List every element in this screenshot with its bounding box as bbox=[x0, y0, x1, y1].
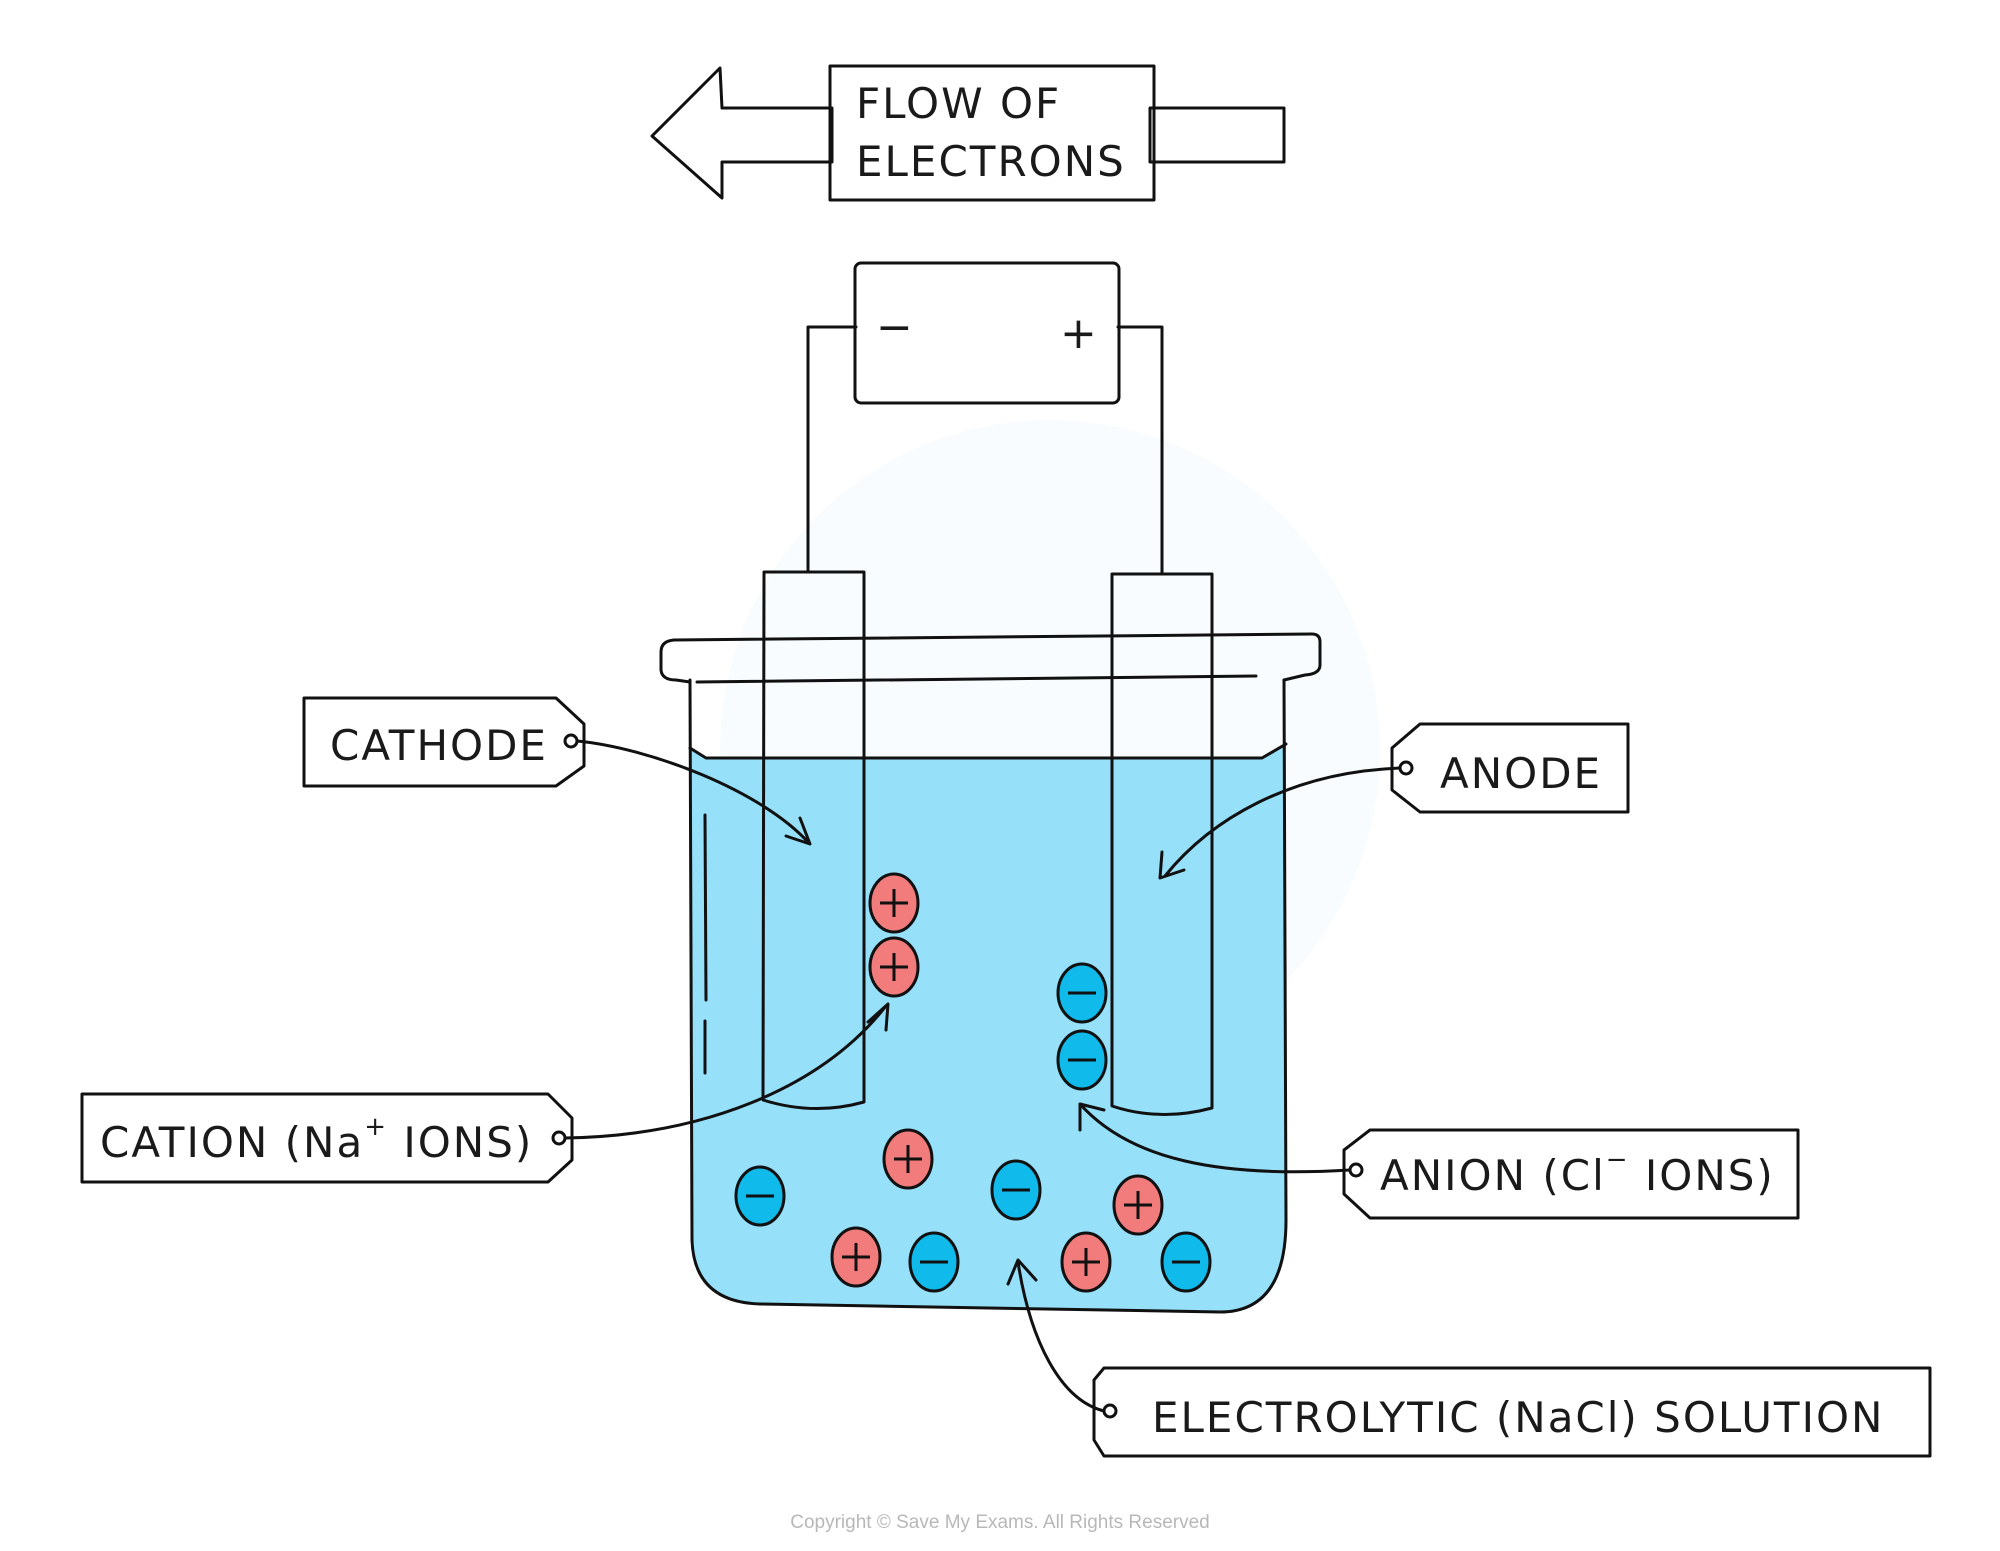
anion-ion bbox=[908, 1231, 960, 1293]
anion-ion bbox=[734, 1165, 786, 1227]
battery-positive-terminal: + bbox=[1060, 308, 1097, 359]
cathode-pointer-arrow bbox=[575, 739, 812, 846]
cation-label-suffix: IONS) bbox=[388, 1118, 533, 1167]
anion-ion bbox=[1056, 1029, 1108, 1091]
circuit-wires bbox=[806, 325, 1164, 576]
electrolyte-label: ELECTROLYTIC (NaCl) SOLUTION bbox=[1152, 1393, 1884, 1442]
anion-pointer-arrow bbox=[1078, 1102, 1352, 1174]
cation-ion bbox=[1112, 1174, 1164, 1236]
anion-ion bbox=[990, 1159, 1042, 1221]
anion-label-superscript: − bbox=[1606, 1145, 1630, 1175]
battery: − + bbox=[853, 261, 1121, 405]
cation-tag: CATION (Na+ IONS) bbox=[80, 1092, 574, 1184]
flow-label-line-2: ELECTRONS bbox=[856, 137, 1126, 186]
flow-label-line-1: FLOW OF bbox=[856, 79, 1061, 128]
cation-label: CATION (Na+ IONS) bbox=[100, 1112, 533, 1167]
cathode-electrode bbox=[761, 570, 866, 1111]
anion-label: ANION (Cl− IONS) bbox=[1380, 1145, 1775, 1200]
beaker bbox=[659, 632, 1322, 1314]
cation-ion bbox=[868, 936, 920, 998]
cation-pointer-arrow bbox=[563, 1002, 890, 1140]
anion-ion bbox=[1160, 1231, 1212, 1293]
anion-ion bbox=[1056, 962, 1108, 1024]
electron-flow-arrow: FLOW OF ELECTRONS bbox=[650, 64, 1286, 202]
cation-ion bbox=[868, 872, 920, 934]
flow-arrow-head-icon bbox=[650, 66, 834, 200]
electrolyte-solution bbox=[690, 744, 1286, 1312]
anion-label-main: ANION (Cl bbox=[1380, 1151, 1606, 1200]
cation-ion bbox=[830, 1226, 882, 1288]
anion-tag: ANION (Cl− IONS) bbox=[1342, 1128, 1800, 1220]
anode-label: ANODE bbox=[1440, 749, 1602, 798]
anion-label-suffix: IONS) bbox=[1630, 1151, 1775, 1200]
electrolyte-pointer-arrow bbox=[1006, 1258, 1106, 1413]
ions bbox=[734, 872, 1212, 1293]
copyright-notice: Copyright © Save My Exams. All Rights Re… bbox=[790, 1512, 1209, 1533]
anode-pointer-arrow bbox=[1158, 766, 1402, 880]
cation-label-superscript: + bbox=[364, 1112, 388, 1142]
battery-negative-terminal: − bbox=[876, 302, 913, 353]
anode-electrode bbox=[1110, 572, 1214, 1117]
cation-ion bbox=[1060, 1231, 1112, 1293]
flow-label-box bbox=[828, 64, 1156, 202]
cathode-label: CATHODE bbox=[330, 721, 548, 770]
cathode-tag: CATHODE bbox=[302, 696, 586, 788]
cation-label-main: CATION (Na bbox=[100, 1118, 364, 1167]
cation-ion bbox=[882, 1128, 934, 1190]
electrolyte-tag: ELECTROLYTIC (NaCl) SOLUTION bbox=[1092, 1366, 1932, 1458]
flow-arrow-tail bbox=[1148, 106, 1286, 164]
anode-tag: ANODE bbox=[1390, 722, 1630, 814]
